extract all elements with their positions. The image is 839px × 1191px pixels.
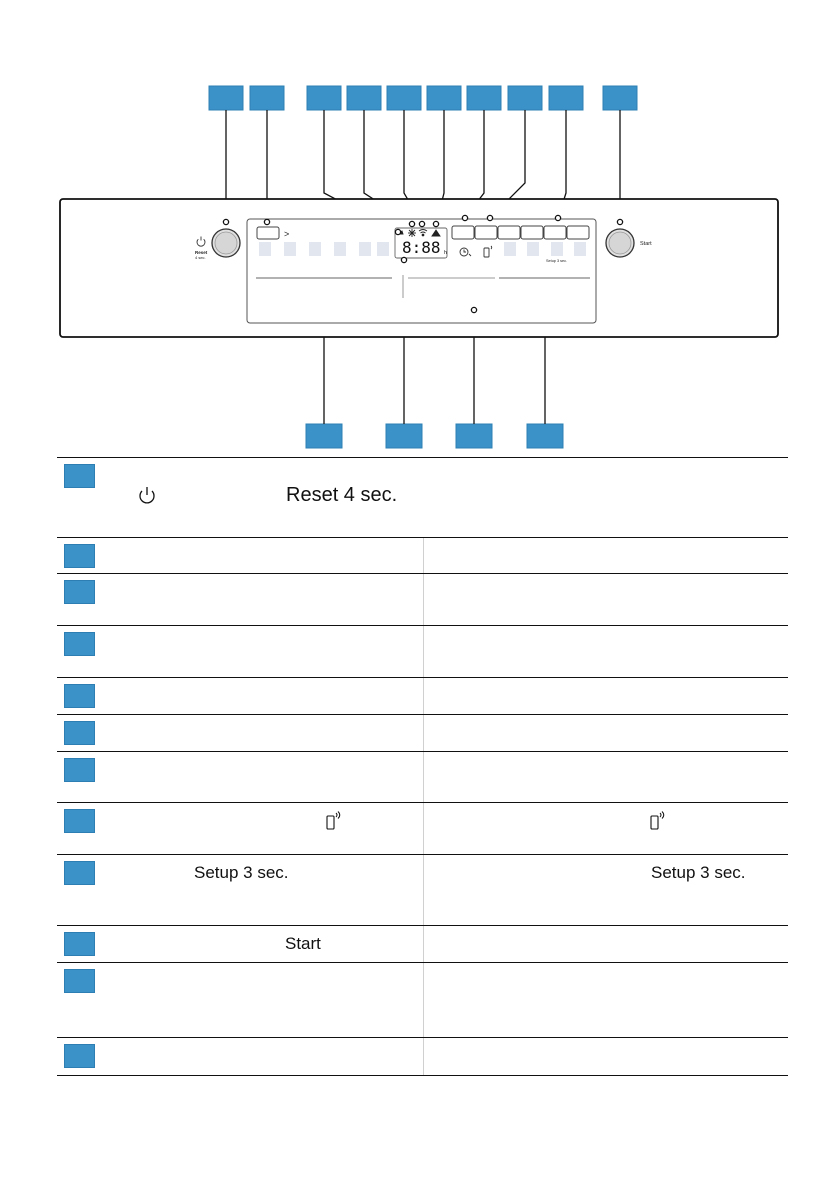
table-row: [57, 537, 788, 574]
column-divider: [423, 574, 424, 626]
callout-badge-11: [305, 423, 343, 449]
wifi-icon: [418, 229, 428, 237]
power-button[interactable]: [211, 228, 241, 258]
water-tap-icon: [431, 229, 441, 237]
callout-badge-4: [346, 85, 382, 111]
salt-icon: [408, 229, 416, 237]
option-button-1[interactable]: [451, 225, 475, 240]
cell-text-left: Reset 4 sec.: [286, 484, 398, 506]
top-callouts: [208, 85, 638, 111]
option-slot-1[interactable]: [504, 242, 516, 256]
column-divider: [423, 752, 424, 803]
callout-badge-1: [208, 85, 244, 111]
callout-badge-10: [602, 85, 638, 111]
remote-start-icon: [326, 811, 341, 830]
column-divider: [423, 803, 424, 855]
option-button-2[interactable]: [474, 225, 498, 240]
row-callout-badge: [64, 580, 95, 604]
callout-badge-5: [386, 85, 422, 111]
remote-start-icon: [483, 245, 493, 258]
setup-panel-label: Setup 3 sec.: [546, 259, 567, 263]
option-slots: [504, 242, 586, 256]
table-row: [57, 751, 788, 803]
column-divider: [423, 715, 424, 752]
status-markers: [394, 220, 440, 236]
callout-badge-2: [249, 85, 285, 111]
column-divider: [423, 626, 424, 678]
callout-badge-6: [426, 85, 462, 111]
row-callout-badge: [64, 721, 95, 745]
display-digits: 8:88: [402, 238, 441, 257]
program-slot-6[interactable]: [377, 242, 389, 256]
display-suffix: h: [444, 250, 447, 256]
table-row: Reset 4 sec.: [57, 457, 788, 538]
callout-badge-7: [466, 85, 502, 111]
remote-start-icon: [650, 811, 665, 830]
table-row: [57, 1037, 788, 1076]
table-row: Setup 3 sec. Setup 3 sec.: [57, 854, 788, 926]
program-slot-4[interactable]: [334, 242, 346, 256]
callout-badge-9: [548, 85, 584, 111]
reset-label: Reset: [195, 250, 208, 255]
callout-badge-14: [526, 423, 564, 449]
table-row: [57, 802, 788, 855]
display-status-icons: [396, 229, 441, 237]
row-callout-badge: [64, 464, 95, 488]
option-button-6[interactable]: [566, 225, 590, 240]
program-slot-5[interactable]: [359, 242, 371, 256]
cell-text-left: Setup 3 sec.: [194, 863, 289, 882]
timer-icon: [459, 247, 472, 257]
table-bottom-border: [57, 1075, 788, 1076]
option-button-5[interactable]: [543, 225, 567, 240]
row-callout-badge: [64, 758, 95, 782]
column-divider: [423, 538, 424, 574]
start-panel-label: Start: [640, 241, 652, 247]
callout-badge-13: [455, 423, 493, 449]
option-slot-4[interactable]: [574, 242, 586, 256]
row-callout-badge: [64, 1044, 95, 1068]
option-button-3[interactable]: [497, 225, 521, 240]
power-icon: [196, 236, 206, 247]
cell-text-right: Setup 3 sec.: [651, 863, 746, 882]
bottom-callouts: [305, 423, 564, 449]
power-icon: [139, 487, 155, 504]
column-divider: [423, 1038, 424, 1076]
table-row: Start: [57, 925, 788, 963]
option-button-4[interactable]: [520, 225, 544, 240]
program-slot-3[interactable]: [309, 242, 321, 256]
option-slot-2[interactable]: [527, 242, 539, 256]
arrow-glyph: >: [284, 229, 289, 239]
column-divider: [423, 963, 424, 1038]
column-divider: [423, 926, 424, 963]
cell-text-left: Start: [285, 934, 321, 953]
callout-badge-3: [306, 85, 342, 111]
program-slots: [259, 242, 389, 256]
row-callout-badge: [64, 969, 95, 993]
program-select-button[interactable]: [256, 226, 280, 240]
table-row: [57, 677, 788, 715]
option-slot-3[interactable]: [551, 242, 563, 256]
option-buttons: [451, 225, 590, 240]
row-callout-badge: [64, 861, 95, 885]
column-divider: [423, 678, 424, 715]
callout-badge-8: [507, 85, 543, 111]
callout-badge-12: [385, 423, 423, 449]
program-slot-2[interactable]: [284, 242, 296, 256]
column-divider: [423, 855, 424, 926]
row-callout-badge: [64, 932, 95, 956]
row-callout-badge: [64, 544, 95, 568]
table-row: [57, 625, 788, 678]
program-slot-1[interactable]: [259, 242, 271, 256]
option-markers: [461, 214, 562, 222]
start-button[interactable]: [605, 228, 635, 258]
row-callout-badge: [64, 809, 95, 833]
main-markers: [222, 218, 624, 314]
table-row: [57, 714, 788, 752]
row-callout-badge: [64, 684, 95, 708]
reset-sub-label: 4 sec.: [195, 255, 206, 260]
row-callout-badge: [64, 632, 95, 656]
table-row: [57, 573, 788, 626]
table-row: [57, 962, 788, 1038]
